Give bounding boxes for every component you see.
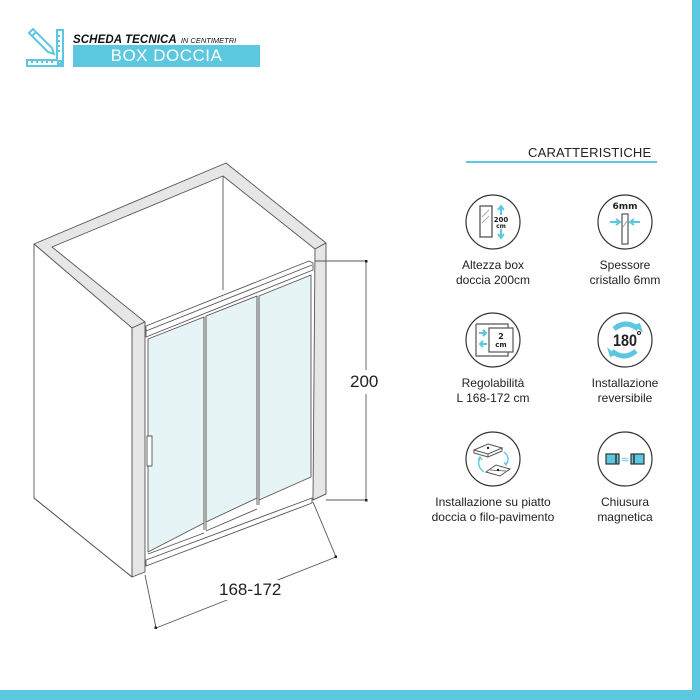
feature-label-line1: Altezza box <box>461 258 525 272</box>
magnetic-closure-icon: ≈ <box>597 431 653 487</box>
shower-box-drawing <box>33 162 368 629</box>
feature-label-line2: reversibile <box>597 391 653 405</box>
feature-glass-thickness: 6mm Spessore cristallo 6mm <box>550 193 700 288</box>
feature-label-line2: magnetica <box>597 510 653 524</box>
feature-magnetic-closure: ≈ Chiusura magnetica <box>550 430 700 525</box>
reversible-icon: 180 <box>597 312 653 368</box>
height-icon: 200 cm <box>465 194 521 250</box>
svg-text:≈: ≈ <box>620 453 629 466</box>
door-handle <box>146 435 153 467</box>
pencil-ruler-icon <box>26 27 64 67</box>
svg-text:200: 200 <box>494 216 509 224</box>
left-wall-front <box>131 321 146 578</box>
top-rail <box>145 260 314 338</box>
feature-reversible: 180 Installazione reversibile <box>550 311 700 406</box>
subtitle-text: SCHEDA TECNICA <box>73 34 177 46</box>
unit-text: IN CENTIMETRI <box>180 36 237 45</box>
bottom-rail <box>145 497 313 567</box>
feature-label-line2: doccia 200cm <box>455 273 531 287</box>
feature-installation: Installazione su piatto doccia o filo-pa… <box>418 430 568 525</box>
feature-label-line1: Regolabilità <box>461 376 525 390</box>
feature-label-line2: L 168-172 cm <box>456 391 530 405</box>
left-wall <box>33 243 133 578</box>
product-title-banner: BOX DOCCIA <box>73 45 260 67</box>
feature-height: 200 cm Altezza box doccia 200cm <box>418 193 568 288</box>
width-dimension-label: 168-172 <box>219 580 282 600</box>
glass-panel-3 <box>258 274 312 501</box>
height-dimension-label: 200 <box>350 370 379 394</box>
right-wall-front <box>312 242 327 501</box>
glass-thickness-icon: 6mm <box>597 194 653 250</box>
frame-border-right <box>692 0 700 700</box>
feature-label-line2: doccia o filo-pavimento <box>431 510 555 524</box>
svg-text:2: 2 <box>498 332 504 341</box>
frame-border-bottom <box>0 690 700 700</box>
glass-panel-2 <box>205 295 258 523</box>
feature-label-line2: cristallo 6mm <box>589 273 661 287</box>
feature-adjustable-width: 2 cm Regolabilità L 168-172 cm <box>418 311 568 406</box>
svg-text:6mm: 6mm <box>612 202 637 212</box>
svg-text:cm: cm <box>495 341 506 349</box>
features-divider <box>466 161 657 163</box>
svg-text:180: 180 <box>613 331 637 350</box>
feature-label-line1: Installazione su piatto <box>435 495 551 509</box>
installation-tray-icon <box>465 431 521 487</box>
adjustable-width-icon: 2 cm <box>465 312 521 368</box>
glass-panel-1 <box>147 316 205 553</box>
feature-label-line1: Installazione <box>591 376 659 390</box>
feature-label-line1: Spessore <box>599 258 651 272</box>
feature-label-line1: Chiusura <box>600 495 650 509</box>
svg-text:cm: cm <box>496 223 506 230</box>
features-title: CARATTERISTICHE <box>528 145 652 160</box>
